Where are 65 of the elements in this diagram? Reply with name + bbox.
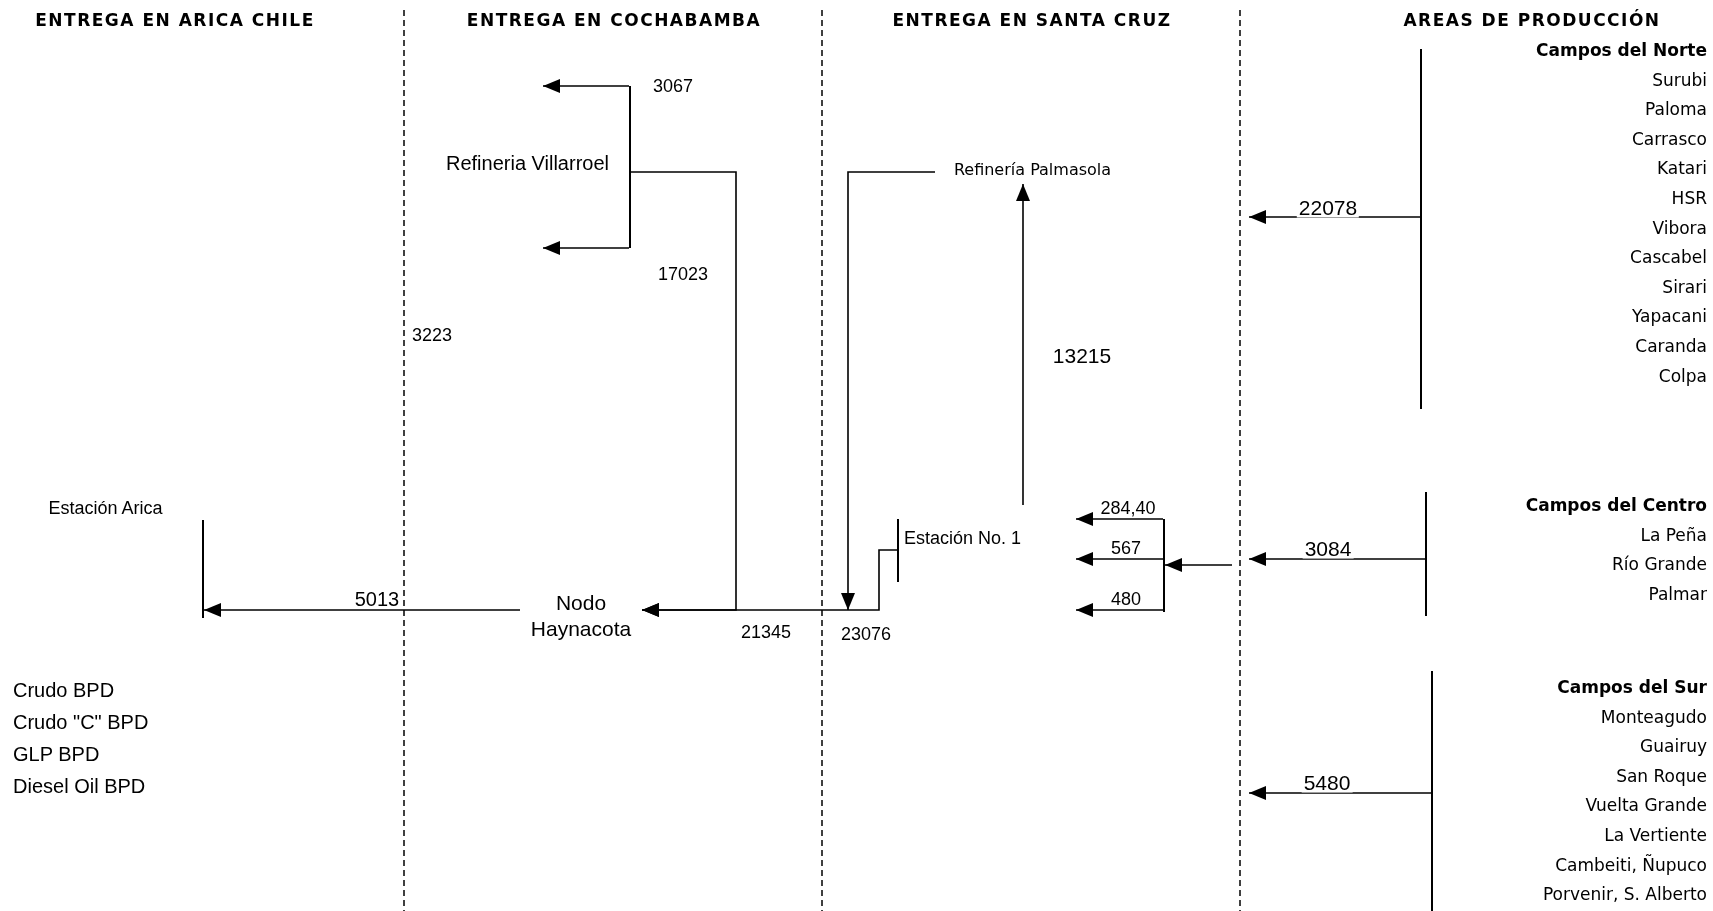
- field-name: Katari: [1656, 157, 1707, 181]
- field-group-heading: Campos del Centro: [1525, 494, 1707, 517]
- pipeline-terminal-bar: [897, 519, 899, 582]
- field-name: Caranda: [1635, 334, 1707, 358]
- field-name: San Roque: [1616, 764, 1707, 788]
- pipeline-terminal-bar: [1163, 519, 1165, 612]
- field-name: Colpa: [1658, 364, 1707, 388]
- flow-arrow: [1164, 558, 1233, 572]
- column-heading: AREAS DE PRODUCCIÓN: [1403, 11, 1661, 31]
- field-name: Vuelta Grande: [1585, 794, 1707, 818]
- flow-value: 23076: [838, 625, 894, 643]
- flow-value: 284,40: [1098, 499, 1158, 517]
- flow-value: 480: [1109, 590, 1143, 608]
- field-group-heading: Campos del Norte: [1536, 39, 1707, 62]
- flow-arrow: [542, 79, 630, 93]
- flow-arrow: [1248, 552, 1426, 566]
- flow-arrow: [203, 603, 521, 617]
- station-label: Estación No. 1: [904, 505, 1076, 615]
- product-type: Diesel Oil BPD: [13, 774, 146, 798]
- flow-value: 21345: [740, 621, 792, 643]
- column-heading: ENTREGA EN SANTA CRUZ: [892, 11, 1172, 31]
- flow-arrow: [1016, 183, 1030, 506]
- field-name: Sirari: [1662, 275, 1707, 299]
- junction-label: Nodo Haynacota: [520, 590, 642, 648]
- pipeline-terminal-bar: [202, 520, 204, 618]
- station-label: Estación Arica: [33, 497, 178, 523]
- field-name: Guairuy: [1640, 735, 1707, 759]
- field-name: Monteagudo: [1600, 705, 1707, 729]
- field-group-heading: Campos del Sur: [1557, 676, 1707, 699]
- flow-arrow: [1075, 512, 1164, 526]
- flow-value: 17023: [657, 263, 709, 285]
- column-heading: ENTREGA EN COCHABAMBA: [466, 11, 762, 31]
- field-name: HSR: [1671, 186, 1707, 210]
- flow-arrow: [1248, 786, 1432, 800]
- flow-value: 5013: [352, 589, 402, 609]
- field-name: Surubi: [1652, 68, 1707, 92]
- field-name: La Vertiente: [1604, 823, 1707, 847]
- product-type: Crudo "C" BPD: [13, 710, 149, 734]
- field-name: Palmar: [1648, 582, 1707, 606]
- field-name: Vibora: [1652, 216, 1707, 240]
- flow-value: 3223: [412, 324, 453, 346]
- field-name: Yapacani: [1632, 305, 1707, 329]
- product-type: GLP BPD: [13, 742, 100, 766]
- pipeline-terminal-bar: [1420, 49, 1422, 409]
- field-name: La Peña: [1640, 523, 1707, 547]
- flow-value: 3067: [653, 75, 694, 97]
- field-name: Paloma: [1645, 98, 1707, 122]
- flow-arrow: [630, 171, 737, 617]
- field-name: Carrasco: [1632, 127, 1707, 151]
- flow-arrow: [1075, 603, 1164, 617]
- field-name: Río Grande: [1612, 553, 1707, 577]
- column-heading: ENTREGA EN ARICA CHILE: [35, 11, 315, 31]
- field-name: Cambeiti, Ñupuco: [1555, 853, 1707, 877]
- refinery-label: Refineria Villarroel: [428, 151, 627, 175]
- field-name: Cascabel: [1630, 246, 1707, 270]
- flow-arrow: [841, 171, 936, 611]
- pipeline-terminal-bar: [1425, 492, 1427, 616]
- flow-arrow: [1075, 552, 1164, 566]
- flow-arrow: [542, 241, 630, 255]
- product-type: Crudo BPD: [13, 678, 115, 702]
- refinery-label: Refinería Palmasola: [935, 160, 1130, 184]
- flow-value: 567: [1109, 539, 1143, 557]
- field-name: Porvenir, S. Alberto: [1542, 883, 1707, 907]
- pipeline-terminal-bar: [1431, 671, 1433, 911]
- pipeline-terminal-bar: [629, 86, 631, 248]
